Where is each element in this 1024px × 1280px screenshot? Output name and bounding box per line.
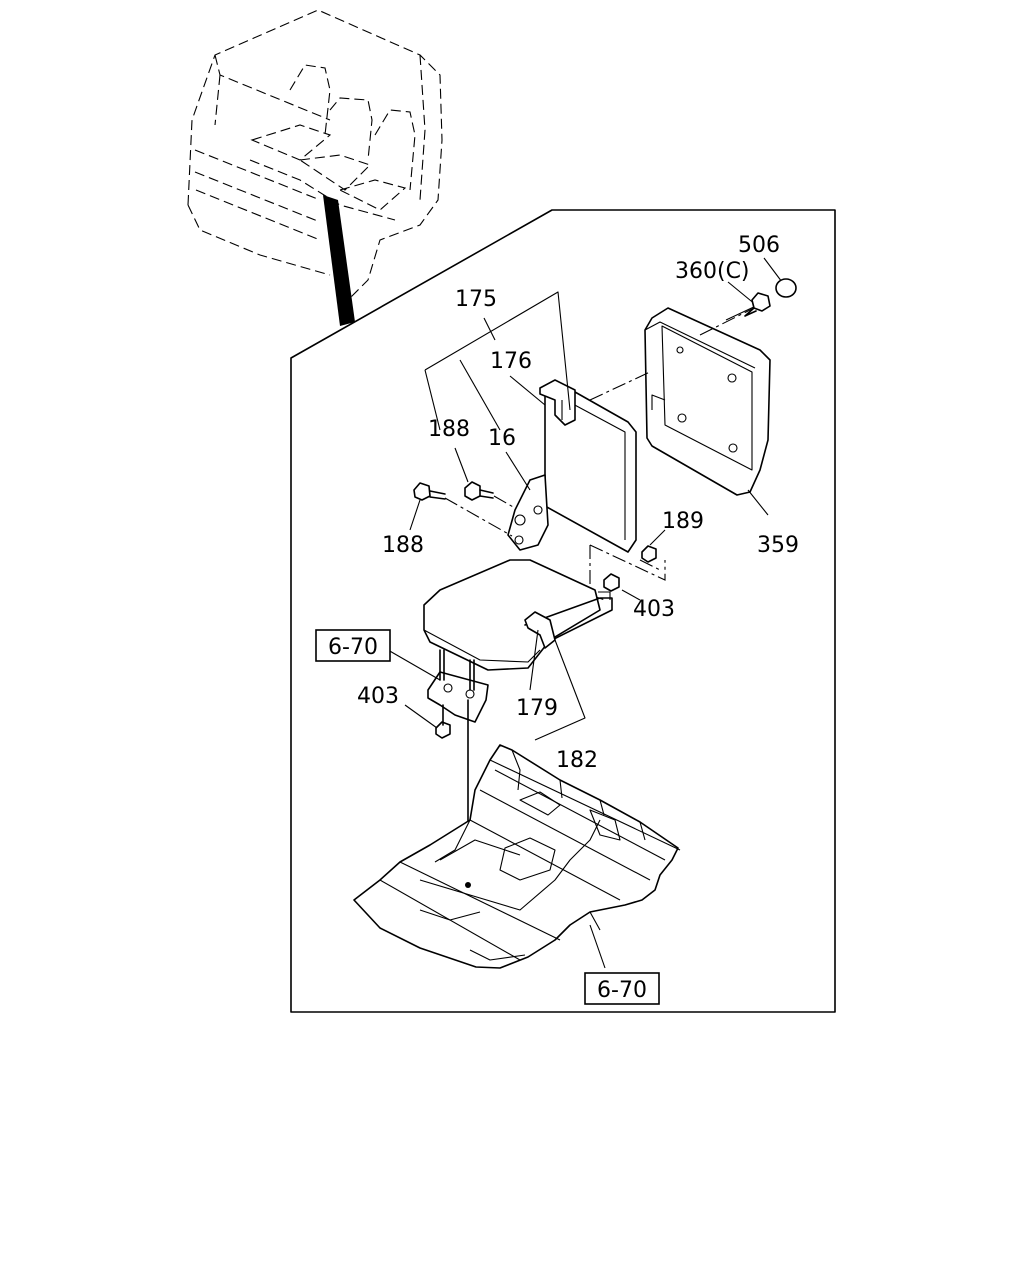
part-360-screw bbox=[744, 292, 771, 317]
callout-188-lower: 188 bbox=[382, 533, 424, 558]
callout-175: 175 bbox=[455, 287, 497, 312]
callout-188-upper: 188 bbox=[428, 417, 470, 442]
callout-176: 176 bbox=[490, 349, 532, 374]
cab-overview bbox=[187, 9, 443, 301]
part-16-hinge bbox=[507, 474, 549, 551]
part-176-seat-back bbox=[539, 379, 637, 553]
leader-lines bbox=[387, 257, 783, 969]
callout-179: 179 bbox=[516, 696, 558, 721]
part-359-cover bbox=[644, 307, 771, 496]
part-seat-bracket bbox=[427, 649, 489, 881]
callout-506: 506 bbox=[738, 233, 780, 258]
reference-label-lower: 6-70 bbox=[597, 978, 647, 1003]
detail-frame bbox=[290, 209, 836, 1013]
callout-16: 16 bbox=[488, 426, 516, 451]
reference-label-upper: 6-70 bbox=[328, 635, 378, 660]
part-179-seat-cushion bbox=[423, 559, 613, 671]
callout-403-right: 403 bbox=[633, 597, 675, 622]
callout-360: 360(C) bbox=[675, 259, 750, 284]
reference-box-lower[interactable]: 6-70 bbox=[584, 972, 660, 1005]
callout-359: 359 bbox=[757, 533, 799, 558]
callout-wedge bbox=[323, 195, 355, 326]
part-188-bolts bbox=[413, 481, 516, 537]
callout-189: 189 bbox=[662, 509, 704, 534]
cab-floor bbox=[353, 744, 681, 969]
part-nuts bbox=[435, 545, 657, 739]
callout-182: 182 bbox=[556, 748, 598, 773]
part-506-cap bbox=[775, 278, 797, 298]
callout-403-left: 403 bbox=[357, 684, 399, 709]
reference-box-upper[interactable]: 6-70 bbox=[315, 629, 391, 662]
